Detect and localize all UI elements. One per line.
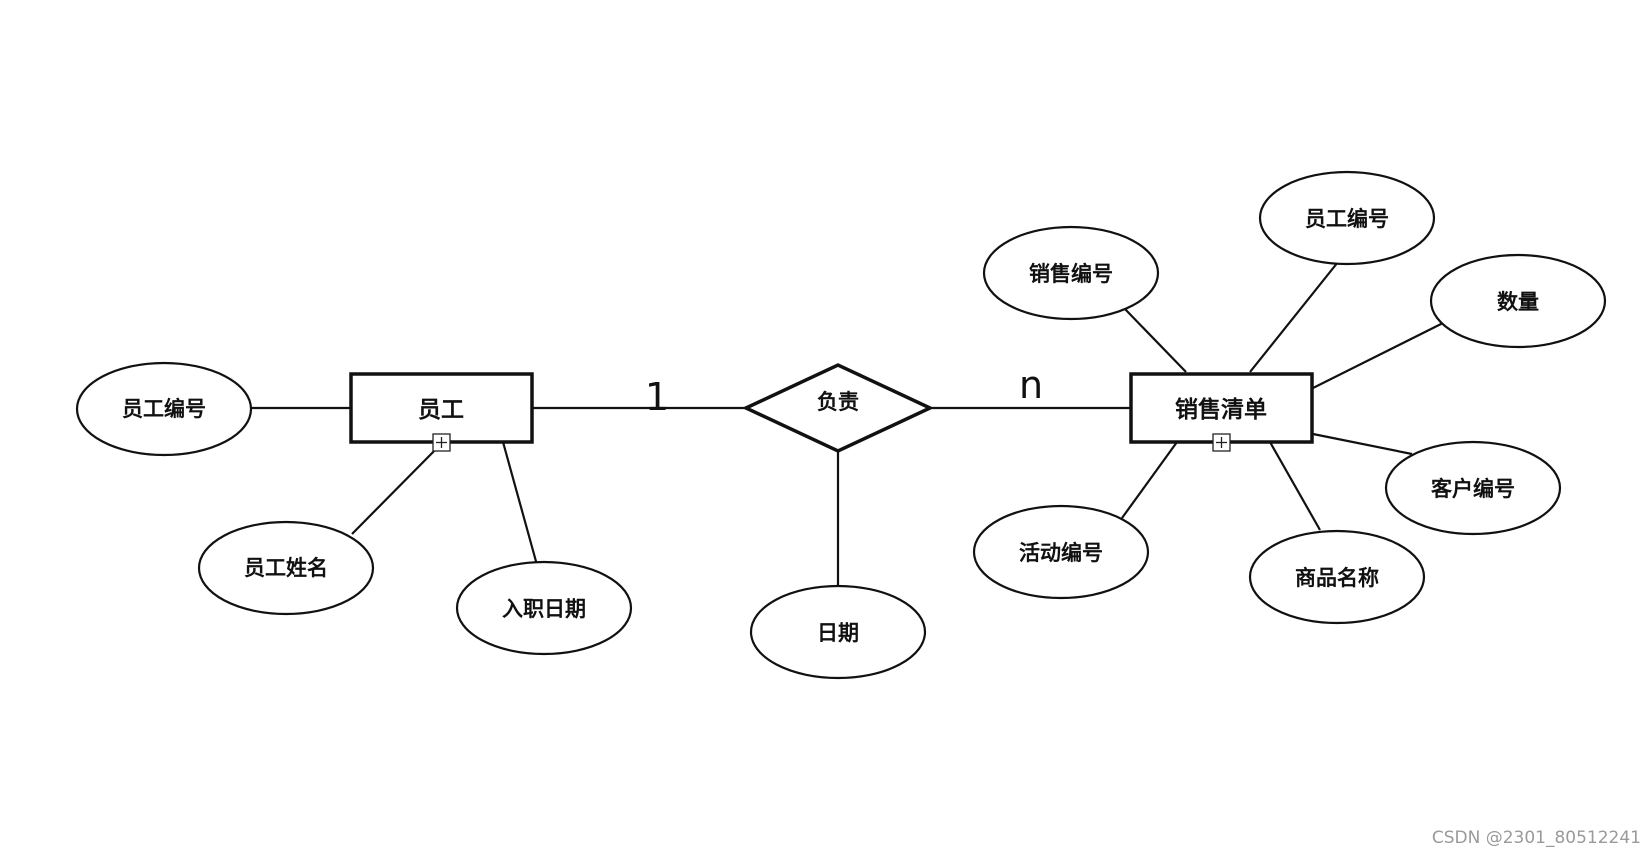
attribute-label: 员工姓名 bbox=[244, 556, 328, 580]
connector-sales-sale-id bbox=[1123, 307, 1187, 373]
relationship-label: 负责 bbox=[817, 390, 859, 414]
connector-sales-quantity bbox=[1312, 322, 1444, 389]
attribute-activity-id[interactable]: 活动编号 bbox=[972, 504, 1150, 600]
connector-sales-employee-id bbox=[1249, 261, 1339, 373]
connector-sales-customer-id bbox=[1312, 432, 1413, 456]
attribute-customer-id[interactable]: 客户编号 bbox=[1384, 440, 1562, 536]
entity-sales-list[interactable]: 销售清单 bbox=[1129, 372, 1314, 452]
cardinality-right: n bbox=[1019, 363, 1043, 407]
attribute-employee-id[interactable]: 员工编号 bbox=[75, 361, 253, 457]
attribute-label: 入职日期 bbox=[502, 597, 586, 621]
attribute-employee-name[interactable]: 员工姓名 bbox=[197, 520, 375, 616]
attribute-product-name[interactable]: 商品名称 bbox=[1248, 529, 1426, 625]
attribute-employee-hire-date[interactable]: 入职日期 bbox=[455, 560, 633, 656]
attribute-label: 客户编号 bbox=[1431, 477, 1515, 501]
attribute-quantity[interactable]: 数量 bbox=[1429, 253, 1607, 349]
attribute-date[interactable]: 日期 bbox=[749, 584, 927, 680]
attribute-label: 员工编号 bbox=[122, 397, 206, 421]
attribute-label: 商品名称 bbox=[1295, 566, 1379, 590]
entity-sales-list-label: 销售清单 bbox=[1175, 396, 1267, 423]
entity-employee-label: 员工 bbox=[418, 397, 464, 423]
attribute-label: 员工编号 bbox=[1305, 207, 1389, 231]
connector-sales-activity-id bbox=[1121, 441, 1178, 519]
watermark: CSDN @2301_80512241 bbox=[1432, 828, 1641, 848]
connector-sales-product-name bbox=[1269, 441, 1321, 531]
attribute-sales-employee-id[interactable]: 员工编号 bbox=[1258, 170, 1436, 266]
cardinality-left: 1 bbox=[645, 375, 669, 419]
attribute-label: 日期 bbox=[817, 621, 859, 645]
attribute-label: 销售编号 bbox=[1029, 262, 1113, 286]
connector-employee-name bbox=[351, 439, 446, 535]
connectors bbox=[247, 261, 1444, 585]
entity-employee[interactable]: 员工 bbox=[349, 372, 534, 452]
attribute-label: 数量 bbox=[1497, 290, 1539, 314]
attribute-label: 活动编号 bbox=[1019, 541, 1103, 565]
attribute-sale-id[interactable]: 销售编号 bbox=[982, 225, 1160, 321]
connector-employee-hire-date bbox=[501, 441, 539, 566]
relationship-responsible[interactable]: 负责 bbox=[741, 363, 935, 453]
